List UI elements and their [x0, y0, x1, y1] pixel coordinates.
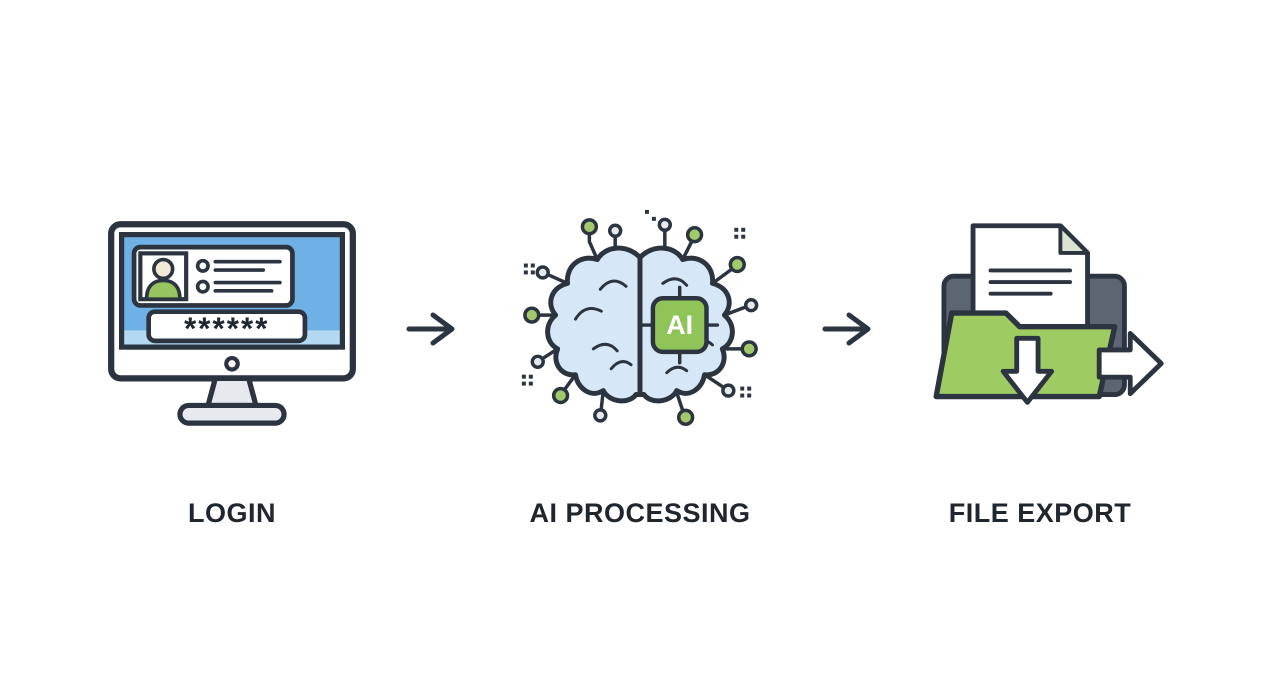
monitor-neck [205, 375, 259, 409]
ai-icon-wrap: AI [506, 196, 774, 468]
step-login: ****** LOGIN [72, 196, 392, 529]
ai-processing-label: AI PROCESSING [529, 498, 751, 528]
dot-clusters [521, 209, 752, 398]
document-fold [1058, 223, 1090, 255]
monitor-base [177, 402, 287, 426]
export-arrow-icon [1096, 330, 1164, 396]
step-file-export: FILE EXPORT [880, 196, 1200, 529]
password-value: ****** [184, 311, 269, 346]
password-field[interactable]: ****** [146, 309, 308, 346]
login-label: LOGIN [188, 498, 276, 528]
document-lines [988, 267, 1073, 296]
brain-ai-icon: AI [521, 209, 759, 427]
avatar-body [144, 278, 182, 302]
ai-chip: AI [650, 296, 709, 355]
monitor-camera-dot [224, 355, 240, 372]
export-icon-wrap [909, 196, 1171, 468]
folder-export-icon [933, 222, 1164, 405]
login-icon-wrap: ****** [107, 196, 357, 468]
circuit-nodes [523, 217, 759, 427]
avatar-head [152, 257, 175, 281]
form-text-lines [195, 258, 282, 294]
brain-squiggles [573, 277, 714, 375]
flow-arrow-1-icon [406, 312, 455, 346]
download-arrow-icon [1000, 335, 1055, 405]
avatar [138, 251, 189, 302]
login-card [131, 244, 295, 308]
step-ai-processing: AI [480, 196, 800, 529]
file-export-label: FILE EXPORT [948, 498, 1132, 528]
brain-left-lobe [545, 245, 643, 404]
monitor-login-icon: ****** [108, 221, 356, 426]
flow-arrow-2-icon [822, 312, 871, 346]
ai-chip-label: AI [666, 310, 693, 340]
